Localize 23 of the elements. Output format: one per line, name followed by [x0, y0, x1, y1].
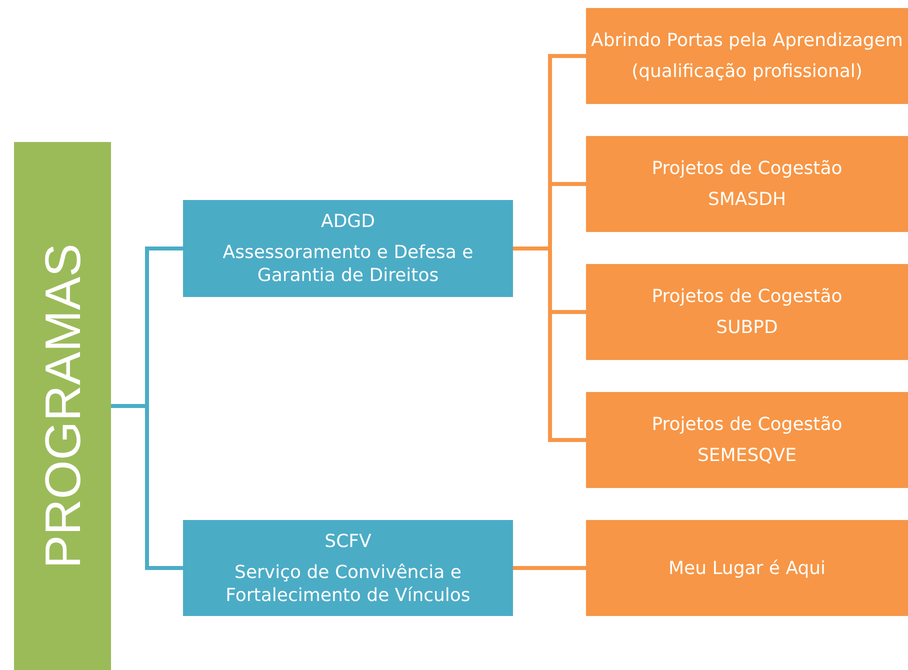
- box-heading: Projetos de Cogestão: [652, 285, 842, 308]
- box-label: Meu Lugar é Aqui: [668, 556, 826, 580]
- project-box: [586, 8, 908, 104]
- program-bar: [14, 142, 111, 670]
- project-box: [586, 264, 908, 360]
- vertical-label: PROGRAMAS: [34, 243, 92, 569]
- program-box: [183, 200, 513, 297]
- box-label: Serviço de Convivência e Fortalecimento de Vínculos: [224, 560, 472, 606]
- box-label: (qualificação profissional): [632, 60, 862, 83]
- box-label: SMASDH: [708, 188, 786, 211]
- box-label: Assessoramento e Defesa e Garantia de Direitos: [222, 241, 474, 287]
- box-heading: ADGD: [321, 210, 375, 233]
- box-label: SEMESQVE: [698, 444, 796, 467]
- project-box: [586, 392, 908, 488]
- project-box: [586, 136, 908, 232]
- box-heading: Abrindo Portas pela Aprendizagem: [591, 29, 903, 52]
- box-heading: Projetos de Cogestão: [652, 413, 842, 436]
- program-box: [183, 520, 513, 616]
- project-box: [586, 520, 908, 616]
- box-heading: Projetos de Cogestão: [652, 157, 842, 180]
- box-heading: SCFV: [324, 530, 372, 552]
- connector-line: [513, 566, 586, 570]
- box-label: SUBPD: [716, 316, 778, 339]
